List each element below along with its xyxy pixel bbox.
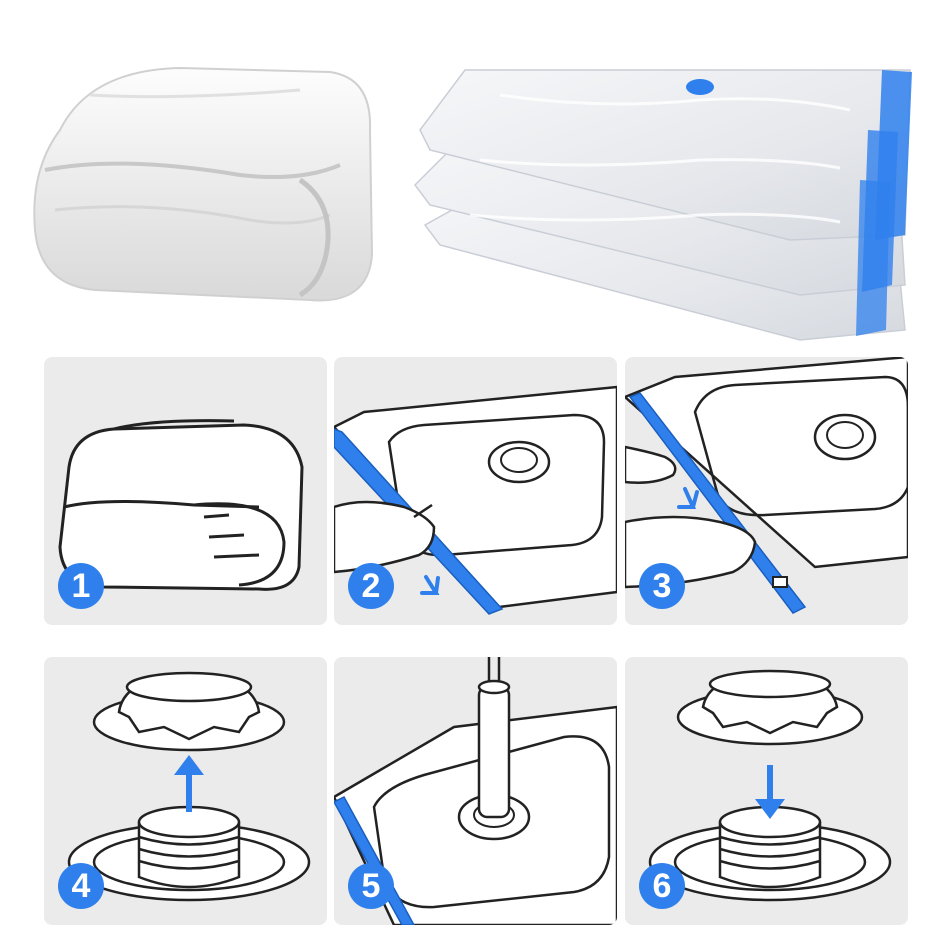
step-1-badge: 1 [58, 563, 104, 609]
step-6-panel: 6 [625, 657, 908, 925]
open-zipper-icon [334, 385, 617, 615]
step-2-panel: 2 [334, 357, 617, 625]
step-3-badge: 3 [639, 563, 685, 609]
remove-valve-cap-icon [67, 671, 311, 902]
blanket-photo-icon [33, 66, 374, 302]
step-4-badge: 4 [58, 863, 104, 909]
vacuum-bags-photo-icon [414, 69, 912, 341]
close-zipper-icon [625, 357, 908, 614]
step-4-panel: 4 [44, 657, 327, 925]
product-hero [0, 0, 950, 345]
step-5-panel: 5 [334, 657, 617, 925]
replace-valve-cap-icon [648, 669, 892, 902]
step-5-badge: 5 [348, 863, 394, 909]
step-1-panel: 1 [44, 357, 327, 625]
hero-illustration [33, 66, 912, 341]
step-2-badge: 2 [348, 563, 394, 609]
step-6-badge: 6 [639, 863, 685, 909]
step-3-panel: 3 [625, 357, 908, 625]
